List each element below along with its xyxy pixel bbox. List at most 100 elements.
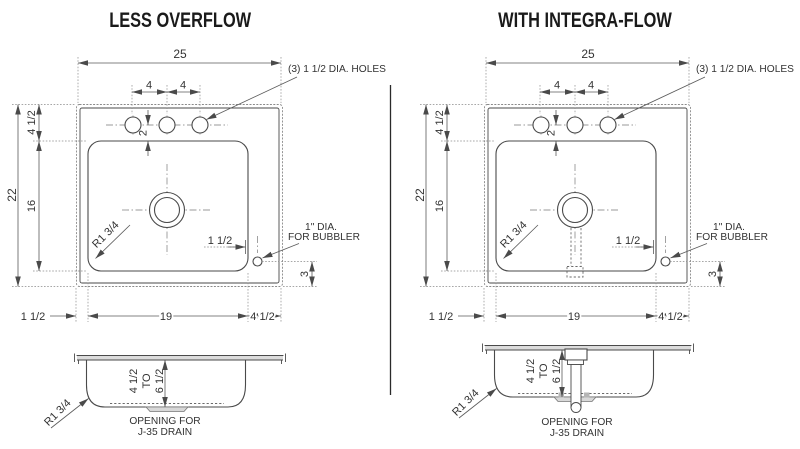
right-dim-rim-to-bowl: 4 1/2 bbox=[434, 104, 450, 141]
left-faucet-hole-3 bbox=[191, 116, 209, 134]
left-side-radius-callout: R1 3/4 bbox=[42, 397, 89, 429]
left-dim-bubbler-inset: 1 1/2 bbox=[204, 235, 246, 254]
left-depth-max-label: 6 1/2 bbox=[154, 369, 166, 393]
left-bubbler-note-line1: 1" DIA. bbox=[305, 222, 337, 233]
left-depth-min-label: 4 1/2 bbox=[128, 369, 140, 393]
left-faucet-hole-1 bbox=[124, 116, 142, 134]
left-bowl-front-back-label: 16 bbox=[26, 200, 38, 212]
left-left-inset-label: 1 1/2 bbox=[21, 311, 45, 323]
right-corner-radius-label: R1 3/4 bbox=[498, 219, 529, 250]
right-dim-bubbler-inset: 1 1/2 bbox=[612, 235, 654, 254]
right-overflow-channel bbox=[566, 228, 584, 278]
left-drain-note-line1: OPENING FOR bbox=[129, 416, 200, 427]
right-dim-depth: 4 1/2 TO 6 1/2 bbox=[525, 350, 565, 397]
right-holes-note-label: (3) 1 1/2 DIA. HOLES bbox=[696, 64, 794, 75]
left-bubbler-drop-label: 3 bbox=[299, 271, 311, 277]
right-side-view: 4 1/2 TO 6 1/2 R1 3/4 OPENING FOR J-35 D… bbox=[450, 343, 694, 439]
right-bubbler-drop-label: 3 bbox=[707, 271, 719, 277]
left-dim-bubbler-drop: 3 bbox=[262, 261, 317, 287]
left-bowl bbox=[87, 140, 249, 272]
left-panel: LESS OVERFLOW bbox=[5, 8, 386, 438]
left-dim-rim-to-bowl: 4 1/2 bbox=[26, 104, 42, 141]
left-hole-spacing-label-1: 4 bbox=[146, 80, 152, 92]
right-bowl bbox=[495, 140, 657, 272]
left-panel-title: LESS OVERFLOW bbox=[109, 8, 251, 31]
left-side-mounting-clips bbox=[74, 353, 286, 364]
left-holes-note: (3) 1 1/2 DIA. HOLES bbox=[206, 64, 386, 120]
right-holes-note: (3) 1 1/2 DIA. HOLES bbox=[614, 64, 794, 120]
right-dim-overall-depth: 22 bbox=[413, 104, 483, 287]
right-panel-title: WITH INTEGRA-FLOW bbox=[498, 8, 672, 31]
right-overall-depth-label: 22 bbox=[413, 188, 427, 202]
right-overflow-standpipe bbox=[558, 348, 590, 413]
right-bubbler-note: 1" DIA. FOR BUBBLER bbox=[670, 222, 768, 259]
right-bowl-front-back-label: 16 bbox=[434, 200, 446, 212]
right-dim-bottom-row: 1 1/2 19 4 1/2 bbox=[429, 273, 690, 325]
left-side-rim-band bbox=[77, 355, 283, 360]
left-side-radius-label: R1 3/4 bbox=[42, 397, 73, 428]
left-dim-hole-spacing: 4 4 bbox=[131, 80, 201, 114]
right-holes-to-bowl-label: 2 bbox=[546, 130, 558, 136]
right-outer-rim bbox=[484, 104, 691, 287]
left-corner-radius-label: R1 3/4 bbox=[90, 219, 121, 250]
left-side-bowl-profile bbox=[85, 359, 247, 408]
right-side-mounting-clips bbox=[482, 343, 694, 354]
left-drain-note-line2: J-35 DRAIN bbox=[138, 427, 192, 438]
right-bowl-width-label: 19 bbox=[568, 311, 580, 323]
left-faucet-hole-2 bbox=[158, 116, 176, 134]
right-bubbler-note-line1: 1" DIA. bbox=[713, 222, 745, 233]
left-holes-note-label: (3) 1 1/2 DIA. HOLES bbox=[288, 64, 386, 75]
right-overall-width-label: 25 bbox=[581, 47, 595, 61]
left-plan-view: 25 4 4 (3) 1 1/2 DIA. HOLES bbox=[5, 47, 386, 325]
right-left-inset-label: 1 1/2 bbox=[429, 311, 453, 323]
right-depth-max-label: 6 1/2 bbox=[551, 359, 563, 383]
left-dim-overall-depth: 22 bbox=[5, 104, 75, 287]
right-depth-min-label: 4 1/2 bbox=[525, 359, 537, 383]
right-bubbler-hole bbox=[660, 256, 671, 267]
left-outer-rim bbox=[76, 104, 283, 287]
right-corner-radius-callout: R1 3/4 bbox=[498, 219, 539, 259]
right-dim-holes-to-bowl: 2 bbox=[546, 110, 559, 156]
left-side-drain-opening bbox=[145, 406, 189, 412]
left-depth-joiner-label: TO bbox=[141, 373, 153, 389]
right-drain-note-line1: OPENING FOR bbox=[541, 417, 612, 428]
left-dim-bowl-front-back: 16 bbox=[26, 140, 87, 272]
left-holes-to-bowl-label: 2 bbox=[138, 130, 150, 136]
right-bubbler-inset-label: 1 1/2 bbox=[616, 235, 640, 247]
right-hole-spacing-label-2: 4 bbox=[588, 80, 594, 92]
right-side-radius-callout: R1 3/4 bbox=[450, 387, 497, 419]
left-corner-radius-callout: R1 3/4 bbox=[90, 219, 131, 259]
right-drain-inner bbox=[561, 196, 589, 224]
right-bubbler-note-line2: FOR BUBBLER bbox=[696, 232, 768, 243]
left-overall-depth-label: 22 bbox=[5, 188, 19, 202]
right-dim-bubbler-drop: 3 bbox=[670, 261, 725, 287]
left-hole-spacing-label-2: 4 bbox=[180, 80, 186, 92]
right-rim-inner-edge bbox=[487, 107, 688, 284]
right-faucet-hole-2 bbox=[566, 116, 584, 134]
right-hole-spacing-label-1: 4 bbox=[554, 80, 560, 92]
left-bubbler-note: 1" DIA. FOR BUBBLER bbox=[262, 222, 360, 259]
left-side-view: 4 1/2 TO 6 1/2 R1 3/4 OPENING FOR J-35 D… bbox=[42, 353, 286, 438]
right-drain-note-line2: J-35 DRAIN bbox=[550, 428, 604, 439]
right-panel: WITH INTEGRA-FLOW bbox=[413, 8, 794, 439]
left-bubbler-hole bbox=[252, 256, 263, 267]
left-bubbler-inset-label: 1 1/2 bbox=[208, 235, 232, 247]
right-rim-to-bowl-label: 4 1/2 bbox=[434, 110, 446, 134]
left-dim-holes-to-bowl: 2 bbox=[138, 110, 151, 156]
left-dim-overall-width: 25 bbox=[77, 47, 282, 103]
left-drain-inner bbox=[153, 196, 181, 224]
left-overall-width-label: 25 bbox=[173, 47, 187, 61]
right-plan-view: 25 4 4 (3) 1 1/2 DIA. HOLES 22 bbox=[413, 47, 794, 325]
right-right-inset-label: 4 1/2 bbox=[658, 311, 682, 323]
left-rim-to-bowl-label: 4 1/2 bbox=[26, 110, 38, 134]
right-faucet-hole-3 bbox=[599, 116, 617, 134]
right-dim-bowl-front-back: 16 bbox=[434, 140, 495, 272]
right-side-rim-band bbox=[485, 345, 691, 350]
right-faucet-hole-1 bbox=[532, 116, 550, 134]
right-depth-joiner-label: TO bbox=[538, 363, 550, 379]
right-side-radius-label: R1 3/4 bbox=[450, 387, 481, 418]
left-dim-bottom-row: 1 1/2 19 4 1/2 bbox=[21, 273, 282, 325]
right-dim-overall-width: 25 bbox=[485, 47, 690, 103]
